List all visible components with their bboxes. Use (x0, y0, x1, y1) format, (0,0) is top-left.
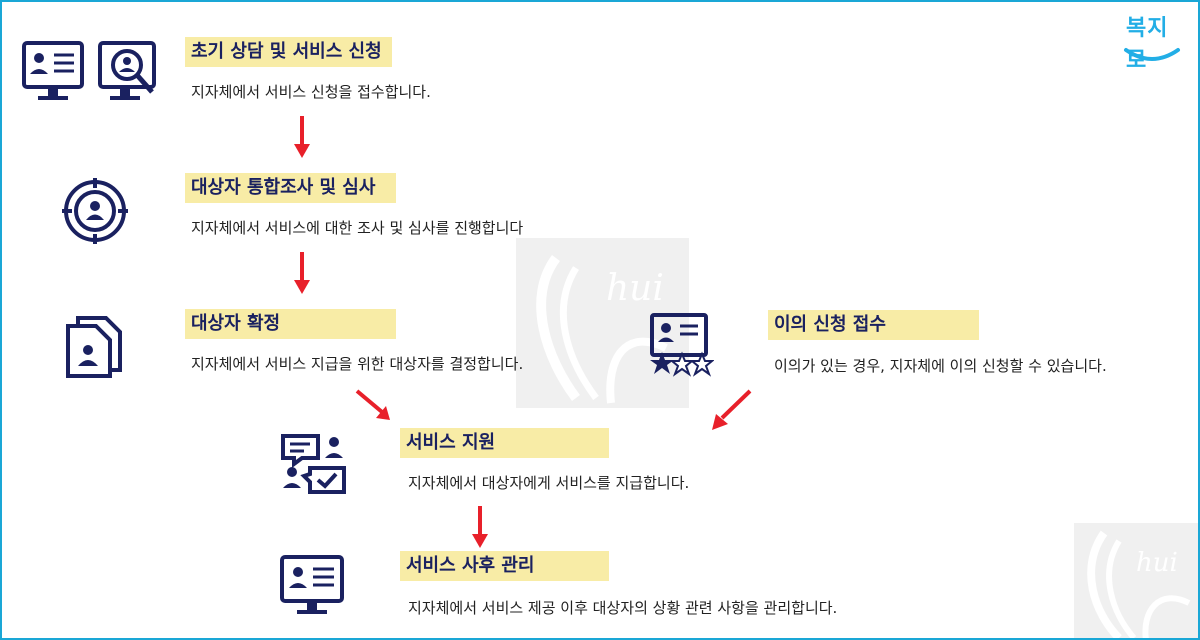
arrow-down-icon (294, 252, 310, 294)
step-title: 서비스 지원 (400, 428, 609, 458)
arrow-diagonal-icon (355, 389, 390, 420)
step-title: 이의 신청 접수 (768, 310, 979, 340)
profile-monitor-icon (22, 40, 86, 108)
step-description: 지자체에서 서비스에 대한 조사 및 심사를 진행합니다 (191, 219, 524, 237)
profile-monitor-icon (280, 554, 346, 622)
chat-people-icon (280, 430, 348, 500)
watermark-text: hui (1136, 548, 1178, 578)
watermark-text: hui (606, 268, 664, 309)
step-description: 지자체에서 서비스 지급을 위한 대상자를 결정합니다. (191, 355, 524, 373)
target-person-icon (62, 178, 128, 248)
arrow-down-icon (472, 506, 488, 548)
step-description: 이의가 있는 경우, 지자체에 이의 신청할 수 있습니다. (774, 357, 1107, 375)
watermark-corner: hui (1074, 523, 1198, 638)
rating-card-icon (648, 312, 715, 382)
arrow-diagonal-icon (712, 389, 752, 430)
profile-documents-icon (64, 314, 124, 382)
step-title: 대상자 확정 (185, 309, 396, 339)
step-title: 서비스 사후 관리 (400, 551, 609, 581)
search-profile-monitor-icon (98, 40, 162, 108)
step-title: 대상자 통합조사 및 심사 (185, 173, 396, 203)
bokjiro-logo: 복지로 (1120, 6, 1184, 73)
step-description: 지자체에서 대상자에게 서비스를 지급합니다. (408, 474, 690, 492)
step-description: 지자체에서 서비스 신청을 접수합니다. (191, 83, 431, 101)
arrow-down-icon (294, 116, 310, 158)
step-title: 초기 상담 및 서비스 신청 (185, 37, 392, 67)
step-description: 지자체에서 서비스 제공 이후 대상자의 상황 관련 사항을 관리합니다. (408, 599, 838, 617)
